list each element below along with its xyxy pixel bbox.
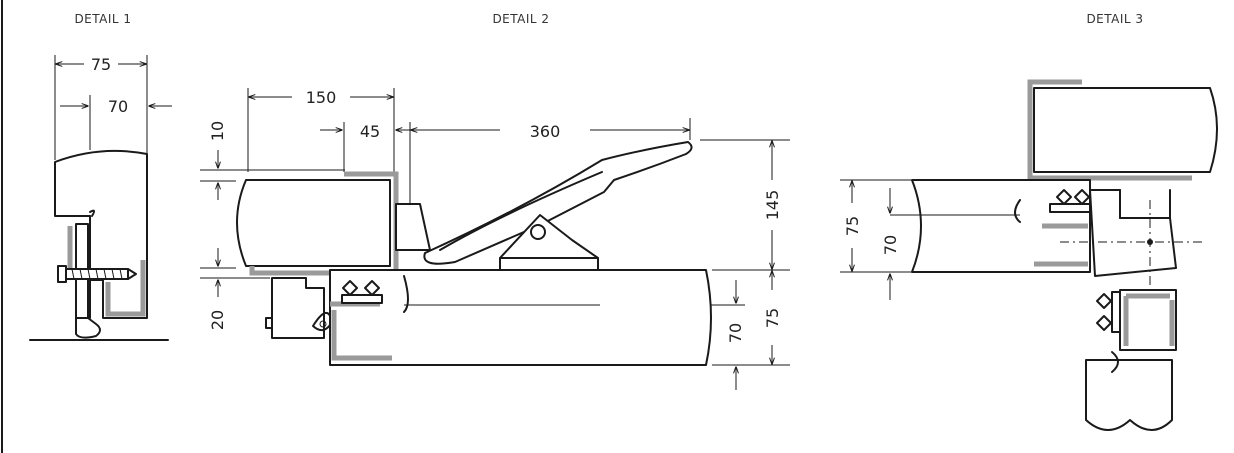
frame-top [1033,87,1218,173]
door-leaf-left [911,179,1091,273]
motor-housing [236,179,391,267]
lever-edge [439,171,603,251]
dimension-70-label: 70 [108,97,128,116]
detail-1-title: DETAIL 1 [74,12,131,26]
pivot-icon [530,224,546,240]
door-leaf [329,269,712,366]
stop-icon [341,280,383,304]
detail-3: DETAIL 3 [840,12,1218,431]
dimension-45-label: 45 [360,122,380,141]
gasket [105,260,146,317]
dimension-70-label: 70 [881,235,900,255]
gasket [1027,79,1192,181]
detail-3-title: DETAIL 3 [1086,12,1143,26]
dimension-10-label: 10 [208,121,227,141]
dimension-70-right-label: 70 [726,323,745,343]
pin-foot [75,317,101,339]
gasket [331,310,392,361]
dimension-70: 70 [881,188,900,300]
pivot-base [499,257,599,271]
stop-icon [1049,189,1091,213]
dimension-150: 150 [247,88,395,172]
dimension-75-label: 75 [91,55,111,74]
dimension-75: 75 [840,179,912,273]
lever-arm [423,141,693,265]
door-clip [1111,351,1119,373]
dimension-45: 45 [320,122,410,172]
dimension-75-right-label: 75 [763,308,782,328]
dimension-20-label: 20 [208,310,227,330]
dimension-145: 145 [700,139,790,271]
bracket-tab [265,317,273,329]
dimension-75-label: 75 [843,216,862,236]
door-leaf-lower [1085,359,1173,431]
detail-1: DETAIL 1 75 70 [29,12,172,341]
door-clip [403,275,409,313]
dimension-75-right: 75 [712,271,790,366]
dimension-75: 75 [54,55,148,160]
stop-icon [1096,291,1121,333]
screw-icon [57,265,137,283]
dimension-360-label: 360 [530,122,561,141]
hinge-leaf [71,215,91,319]
hinge-body [1089,189,1177,277]
dimension-150-label: 150 [306,88,337,107]
door-clip [1014,199,1021,223]
mounting-bracket [271,277,325,339]
dimension-10: 10 [200,121,345,200]
dimension-70: 70 [60,95,172,150]
detail-2: DETAIL 2 150 45 360 [200,12,790,390]
gasket [1123,293,1170,346]
connector-block [395,203,431,251]
hinge-clip [89,209,96,217]
dimension-20: 20 [200,248,270,330]
detail-2-title: DETAIL 2 [492,12,549,26]
dimension-145-label: 145 [763,190,782,221]
